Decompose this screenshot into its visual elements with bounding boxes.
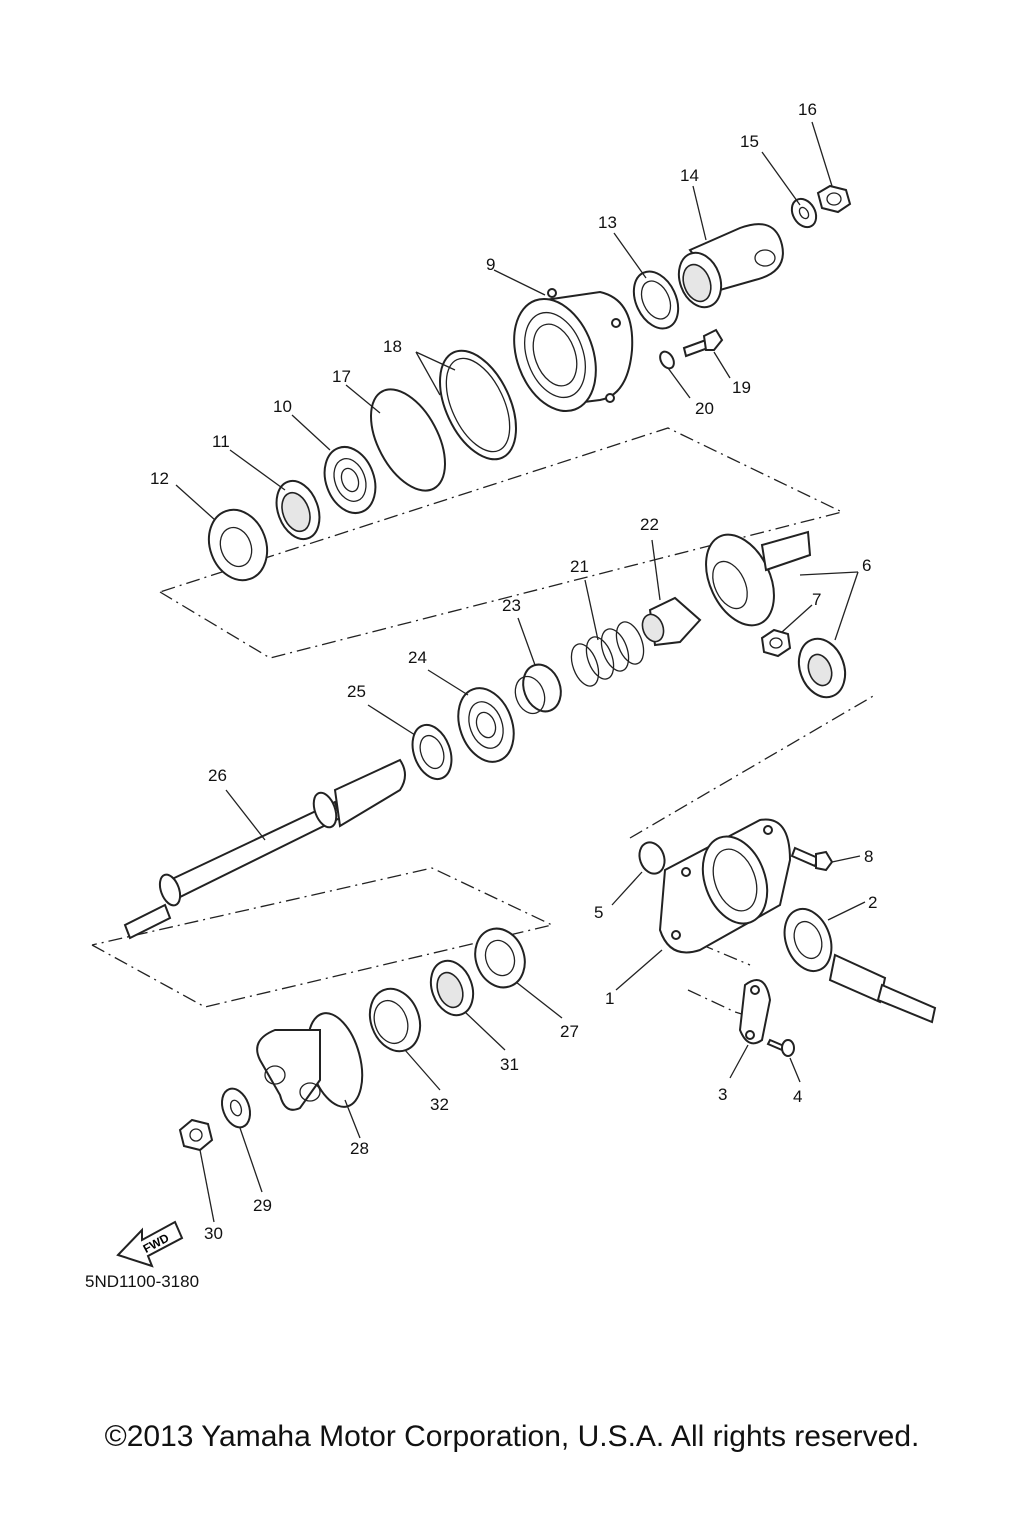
callout-21: 21 — [570, 557, 589, 576]
callout-10: 10 — [273, 397, 292, 416]
part-31-collar[interactable] — [424, 955, 481, 1021]
copyright-notice: ©2013 Yamaha Motor Corporation, U.S.A. A… — [104, 1420, 920, 1453]
fwd-arrow-icon: FWD — [116, 1220, 184, 1268]
callout-29: 29 — [253, 1196, 272, 1215]
callout-1: 1 — [605, 989, 614, 1008]
group-outline-lower — [91, 867, 554, 1008]
part-1-housing[interactable] — [658, 818, 792, 954]
callout-30: 30 — [204, 1224, 223, 1243]
group-outline-upper — [159, 427, 844, 659]
callout-7: 7 — [812, 590, 821, 609]
part-28-yoke[interactable] — [256, 1007, 371, 1113]
part-11-collar[interactable] — [269, 475, 327, 545]
callout-16: 16 — [798, 100, 817, 119]
part-15-washer[interactable] — [787, 195, 821, 232]
leader-lines — [175, 121, 866, 1223]
callout-12: 12 — [150, 469, 169, 488]
part-4-screw[interactable] — [766, 1038, 795, 1057]
callout-22: 22 — [640, 515, 659, 534]
callout-6: 6 — [862, 556, 871, 575]
part-5-o-ring[interactable] — [635, 839, 668, 877]
group-outline-bracket — [687, 943, 751, 1016]
part-14-yoke[interactable] — [672, 223, 784, 313]
part-8-bolt[interactable] — [790, 846, 834, 872]
diagram-code: 5ND1100-3180 — [85, 1272, 200, 1291]
part-10-bearing[interactable] — [316, 440, 384, 520]
part-12-oil-seal[interactable] — [199, 502, 276, 589]
part-3-plate[interactable] — [738, 979, 772, 1045]
callout-4: 4 — [793, 1087, 802, 1106]
callout-32: 32 — [430, 1095, 449, 1114]
callout-24: 24 — [408, 648, 427, 667]
part-26-drive-shaft[interactable] — [123, 758, 406, 940]
part-16-nut[interactable] — [816, 184, 852, 214]
group-outline-middle — [629, 694, 876, 839]
part-13-oil-seal[interactable] — [625, 264, 687, 335]
callout-labels: 16 15 14 13 9 18 17 10 11 12 19 20 22 6 … — [150, 100, 877, 1243]
part-20-washer[interactable] — [657, 349, 676, 371]
callout-31: 31 — [500, 1055, 519, 1074]
part-23-collar[interactable] — [510, 659, 567, 717]
part-29-washer[interactable] — [217, 1085, 255, 1131]
part-24-bearing[interactable] — [449, 680, 524, 769]
part-22-collar[interactable] — [639, 596, 702, 647]
callout-23: 23 — [502, 596, 521, 615]
callout-11: 11 — [212, 432, 230, 451]
part-9-bearing-housing[interactable] — [499, 288, 634, 423]
callout-14: 14 — [680, 166, 699, 185]
callout-2: 2 — [868, 893, 877, 912]
callout-13: 13 — [598, 213, 617, 232]
part-32-oil-seal[interactable] — [362, 982, 429, 1059]
part-6-gear-set[interactable] — [693, 524, 853, 704]
callout-28: 28 — [350, 1139, 369, 1158]
part-7-nut[interactable] — [760, 628, 792, 658]
callout-27: 27 — [560, 1022, 579, 1041]
part-18-shim[interactable] — [424, 339, 531, 471]
part-21-spring[interactable] — [566, 618, 649, 690]
callout-18: 18 — [383, 337, 402, 356]
callout-3: 3 — [718, 1085, 727, 1104]
callout-9: 9 — [486, 255, 495, 274]
part-2-bearing[interactable] — [776, 902, 839, 977]
part-27-bearing[interactable] — [467, 922, 533, 995]
part-19-bolt[interactable] — [682, 328, 724, 358]
callout-5: 5 — [594, 903, 603, 922]
callout-19: 19 — [732, 378, 751, 397]
part-30-nut[interactable] — [178, 1118, 214, 1152]
callout-26: 26 — [208, 766, 227, 785]
callout-20: 20 — [695, 399, 714, 418]
callout-8: 8 — [864, 847, 873, 866]
callout-17: 17 — [332, 367, 351, 386]
callout-15: 15 — [740, 132, 759, 151]
callout-25: 25 — [347, 682, 366, 701]
part-17-o-ring[interactable] — [356, 377, 461, 502]
part-25-oil-seal[interactable] — [406, 720, 459, 785]
part-pinion-shaft[interactable] — [828, 953, 937, 1024]
